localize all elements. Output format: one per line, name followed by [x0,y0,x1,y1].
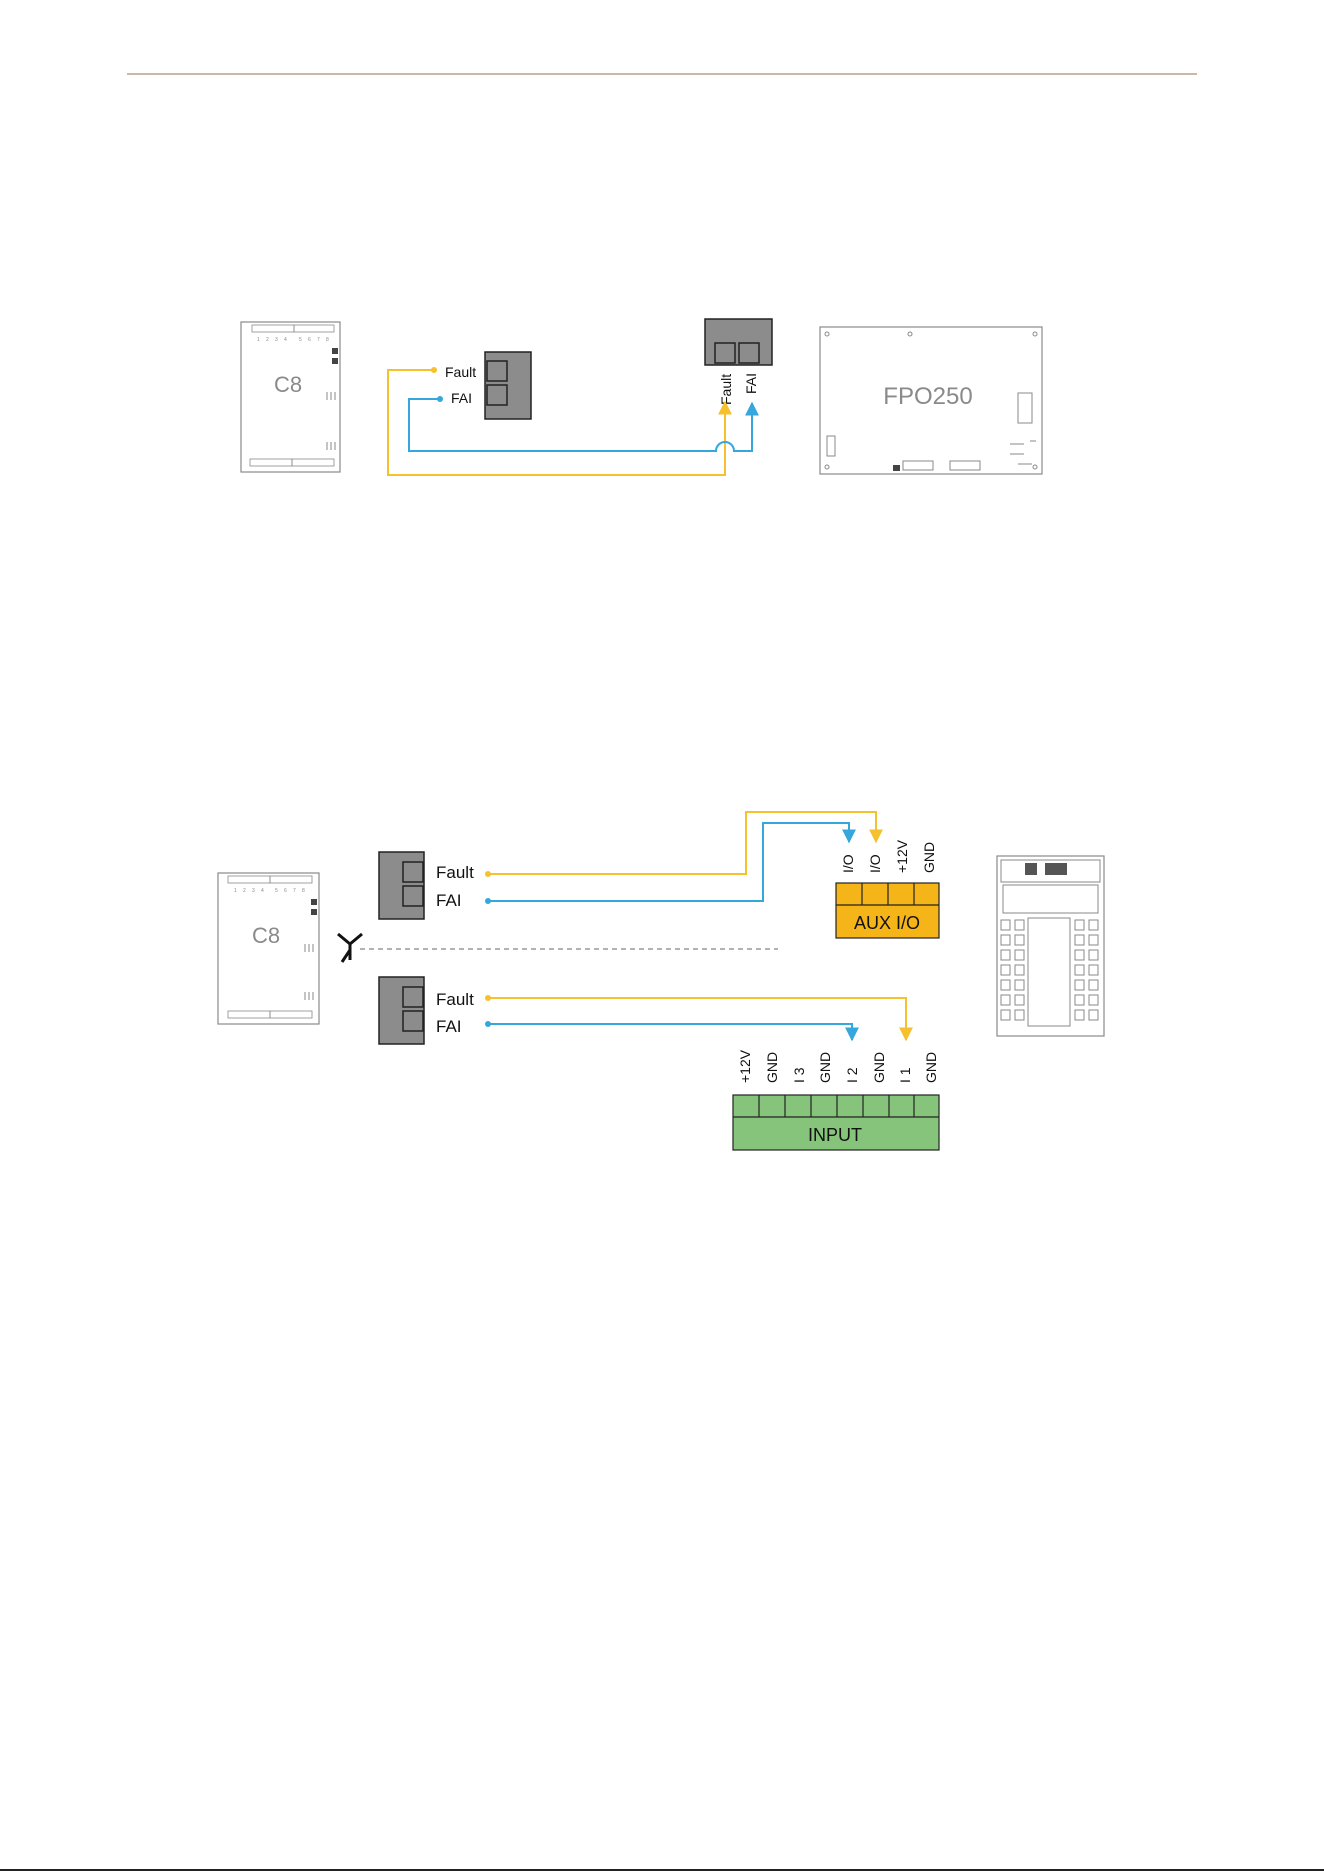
svg-text:3: 3 [275,337,278,343]
top-fault-wire-dot [485,871,491,877]
svg-text:+12V: +12V [737,1049,753,1083]
fai-wire [409,399,752,451]
svg-text:1: 1 [234,888,237,894]
svg-text:2: 2 [266,337,269,343]
top-fault-wire [488,812,876,874]
terminal-block-left [485,352,531,419]
c8-board: 1 2 3 4 5 6 7 8 C8 [241,322,340,472]
aux-io-label: AUX I/O [854,913,920,933]
svg-text:5: 5 [299,337,302,343]
diagram-2: 1 2 3 4 5 6 7 8 C8 Fault [218,812,1104,1150]
bottom-fault-wire-dot [485,995,491,1001]
svg-text:8: 8 [302,888,305,894]
bottom-fault-label: Fault [436,990,474,1009]
svg-text:GND: GND [921,842,937,873]
top-fai-wire-dot [485,898,491,904]
svg-text:6: 6 [284,888,287,894]
terminal-block-top [379,852,424,919]
svg-text:I/O: I/O [840,854,856,873]
svg-text:4: 4 [261,888,264,894]
split-arrow-icon-lower [342,950,350,962]
bottom-fault-wire [488,998,906,1040]
svg-text:4: 4 [284,337,287,343]
controller-board [997,856,1104,1036]
fault-label: Fault [445,364,476,380]
c8-label: C8 [274,372,302,397]
svg-text:I/O: I/O [867,854,883,873]
svg-text:GND: GND [817,1052,833,1083]
bottom-fai-wire [488,1024,852,1040]
svg-text:I 3: I 3 [791,1067,807,1083]
fpo250-board: FPO250 [820,327,1042,474]
terminal-block-bottom [379,977,424,1044]
svg-text:1: 1 [257,337,260,343]
fai-label: FAI [451,390,472,406]
svg-text:GND: GND [871,1052,887,1083]
svg-text:2: 2 [243,888,246,894]
c8-label-2: C8 [252,923,280,948]
svg-text:8: 8 [326,337,329,343]
aux-io-terminal: AUX I/O [836,883,939,938]
svg-text:5: 5 [275,888,278,894]
input-label: INPUT [808,1125,862,1145]
c8-board-2: 1 2 3 4 5 6 7 8 C8 [218,873,319,1024]
fault-wire-dot [431,367,437,373]
input-terminal: INPUT [733,1095,939,1150]
svg-text:I 2: I 2 [844,1067,860,1083]
fault-wire [388,370,725,475]
svg-text:7: 7 [317,337,320,343]
fpo250-label: FPO250 [883,383,972,410]
svg-text:+12V: +12V [894,839,910,873]
terminal-block-fpo [705,319,772,365]
aux-pin-labels: I/O I/O +12V GND [840,839,937,873]
input-pin-labels: +12V GND I 3 GND I 2 GND I 1 GND [737,1049,939,1083]
fai-wire-dot [437,396,443,402]
top-fai-label: FAI [436,891,462,910]
diagram-1: 1 2 3 4 5 6 7 8 C8 Fault FAI [241,319,1042,475]
bottom-fai-label: FAI [436,1017,462,1036]
bottom-fai-wire-dot [485,1021,491,1027]
top-fai-wire [488,823,849,901]
svg-text:7: 7 [293,888,296,894]
top-fault-label: Fault [436,863,474,882]
fpo-fai-label: FAI [743,373,759,394]
svg-text:3: 3 [252,888,255,894]
svg-text:GND: GND [764,1052,780,1083]
svg-text:GND: GND [923,1052,939,1083]
fpo-fault-label: Fault [718,374,734,405]
svg-text:I 1: I 1 [897,1067,913,1083]
svg-text:6: 6 [308,337,311,343]
